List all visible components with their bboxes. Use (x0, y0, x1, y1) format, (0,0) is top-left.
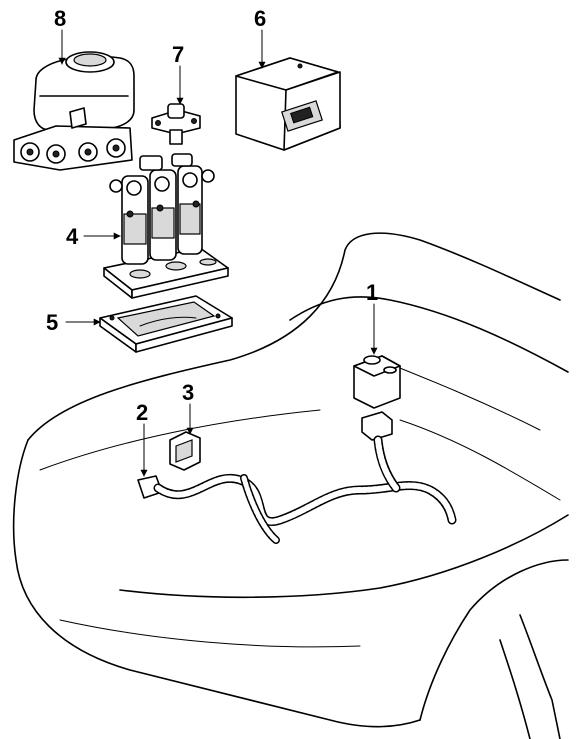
vehicle-body (12, 232, 569, 739)
relay (353, 355, 401, 441)
leader-arrows (58, 29, 378, 477)
callout-6: 6 (254, 6, 266, 31)
callout-8: 8 (54, 6, 66, 31)
wiring-harness (137, 435, 457, 544)
callout-1: 1 (366, 280, 378, 305)
callout-2: 2 (136, 400, 148, 425)
callout-7: 7 (172, 42, 184, 67)
callout-3: 3 (182, 380, 194, 405)
callout-labels: 8 7 6 4 5 1 3 2 (46, 6, 378, 425)
bracket (169, 431, 201, 471)
mounting-tray (99, 295, 233, 353)
master-cylinder (13, 51, 135, 171)
callout-5: 5 (46, 310, 58, 335)
callout-4: 4 (66, 224, 79, 249)
hydraulic-modulator (103, 153, 229, 299)
sensor-switch (151, 103, 201, 145)
control-module (235, 57, 341, 151)
